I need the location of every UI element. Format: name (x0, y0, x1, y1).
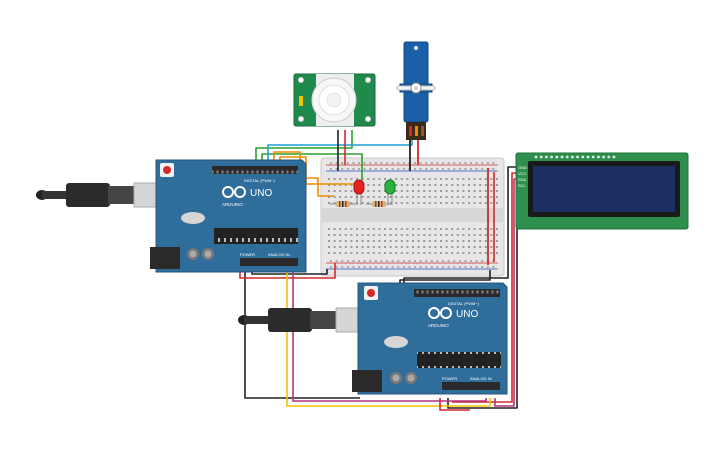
led-red[interactable] (353, 179, 365, 205)
resistor-1[interactable] (330, 201, 356, 207)
arduino-top-analog-label: ANALOG IN (268, 252, 290, 257)
servo-motor[interactable] (396, 41, 436, 140)
breadboard-holes[interactable] (328, 162, 498, 268)
lcd-pin-vcc: VCC (518, 171, 527, 176)
lcd-pin-scl: SCL (518, 183, 527, 188)
arduino-bottom-analog-label: ANALOG IN (470, 376, 492, 381)
breadboard[interactable] (320, 157, 505, 277)
pir-sensor[interactable] (293, 73, 376, 127)
wire-green-pir[interactable] (255, 130, 353, 168)
lcd-header-pins (534, 155, 616, 159)
wire-magenta-lcd[interactable] (494, 178, 516, 407)
wire-yellow-sda[interactable] (286, 268, 491, 407)
arduino-bottom-model: UNO (456, 309, 478, 320)
arduino-uno-bottom[interactable]: UNO ARDUINO DIGITAL (PWM~) POWER ANALOG … (238, 282, 508, 395)
led-green[interactable] (384, 179, 396, 205)
usb-cable-icon[interactable] (36, 182, 173, 208)
lcd-pin-sda: SDA (518, 177, 527, 182)
arduino-bottom-power-label: POWER (442, 376, 457, 381)
wire-black-gnd-top[interactable] (244, 268, 360, 399)
arduino-top-brand: ARDUINO (222, 202, 243, 207)
lcd-pin-gnd: GND (518, 165, 527, 170)
wire-black-lcd[interactable] (403, 166, 516, 288)
arduino-logo-icon (428, 307, 452, 319)
pir-dome-icon (311, 77, 357, 123)
wire-red-bottom[interactable] (439, 398, 470, 411)
arduino-bottom-digital-label: DIGITAL (PWM~) (448, 301, 480, 306)
arduino-bottom-brand: ARDUINO (428, 323, 449, 328)
arduino-top-power-label: POWER (240, 252, 255, 257)
usb-cable-icon[interactable] (238, 307, 375, 333)
arduino-logo-icon (222, 186, 246, 198)
wire-red-lcd[interactable] (452, 172, 516, 403)
wire-magenta-scl[interactable] (292, 268, 487, 402)
arduino-top-digital-label: DIGITAL (PWM~) (244, 178, 276, 183)
resistor-2[interactable] (366, 201, 392, 207)
servo-horn-icon (396, 82, 436, 94)
arduino-top-model: UNO (250, 188, 272, 199)
arduino-uno-top[interactable]: UNO ARDUINO DIGITAL (PWM~) POWER ANALOG … (36, 159, 307, 273)
lcd-display[interactable]: GND VCC SDA SCL (515, 152, 689, 230)
